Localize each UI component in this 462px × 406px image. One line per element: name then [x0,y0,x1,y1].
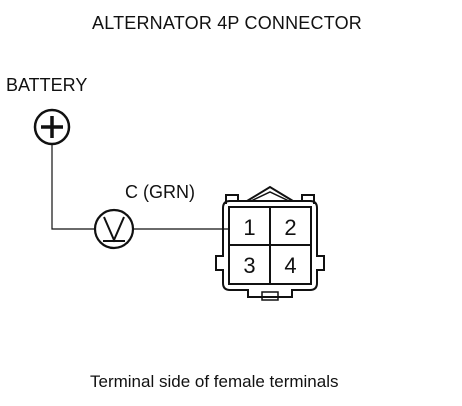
voltmeter-icon [93,208,135,250]
pin-1-label: 1 [243,215,255,240]
connector-4p: 1 2 3 4 [215,185,325,301]
wire-color-label: C (GRN) [125,182,195,202]
connector-view-caption: Terminal side of female terminals [90,372,339,391]
pin-2-label: 2 [284,215,296,240]
battery-label: BATTERY [6,75,88,95]
diagram-title: ALTERNATOR 4P CONNECTOR [92,13,362,33]
battery-wire [51,144,95,230]
pin-4-label: 4 [284,253,296,278]
plus-terminal-icon [33,108,71,146]
pin-3-label: 3 [243,253,255,278]
